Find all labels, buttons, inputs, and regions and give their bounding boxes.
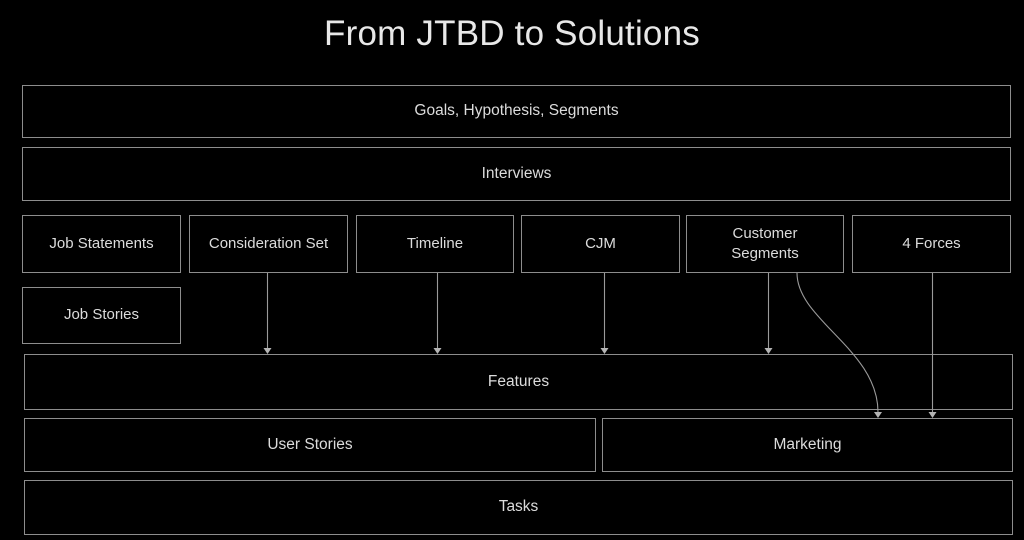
node-job-statements[interactable]: Job Statements [22,215,181,273]
node-customer-segments[interactable]: Customer Segments [686,215,844,273]
connector-timeline-to-features [433,273,442,354]
node-label: Features [487,372,550,390]
node-label: Consideration Set [208,234,329,252]
page-title: From JTBD to Solutions [324,14,700,53]
node-label: 4 Forces [902,234,961,252]
node-cjm[interactable]: CJM [521,215,680,273]
node-user-stories[interactable]: User Stories [24,418,596,472]
node-label: Timeline [406,234,464,252]
node-label: CJM [585,234,616,252]
connector-cjm-to-features [600,273,609,354]
node-label: Job Statements [49,234,154,252]
node-label-line1: Customer [732,224,798,242]
node-label: Job Stories [63,306,140,324]
node-label: User Stories [267,435,353,453]
node-four-forces[interactable]: 4 Forces [852,215,1011,273]
node-timeline[interactable]: Timeline [356,215,514,273]
node-label: Marketing [773,435,842,453]
connector-customer-segments-to-features [764,273,773,354]
node-label-line2: Segments [731,245,799,262]
connector-consideration-set-to-features [263,273,272,354]
node-interviews[interactable]: Interviews [22,147,1011,201]
node-label: Tasks [498,498,539,516]
node-consideration-set[interactable]: Consideration Set [189,215,348,273]
node-features[interactable]: Features [24,354,1013,410]
node-label: Interviews [481,164,552,182]
node-marketing[interactable]: Marketing [602,418,1013,472]
node-goals-hypothesis-segments[interactable]: Goals, Hypothesis, Segments [22,85,1011,138]
node-label: Goals, Hypothesis, Segments [414,102,619,120]
node-job-stories[interactable]: Job Stories [22,287,181,344]
node-tasks[interactable]: Tasks [24,480,1013,535]
